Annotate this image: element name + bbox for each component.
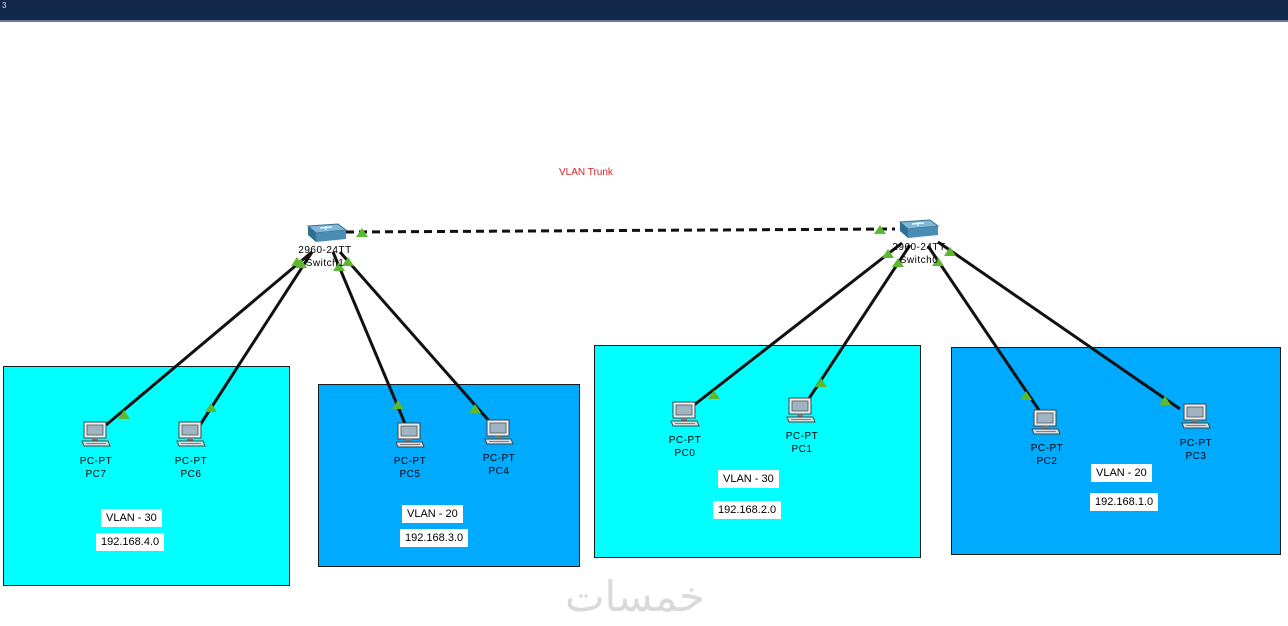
link-endpoint: [333, 262, 345, 271]
zone4-network-label: 192.168.1.0: [1090, 493, 1159, 511]
link-endpoint: [342, 257, 354, 266]
link-endpoint: [892, 258, 904, 267]
pc6-computer-icon[interactable]: [176, 421, 206, 447]
pc6-label: PC-PT PC6: [173, 455, 209, 481]
pc3-name: PC3: [1185, 451, 1207, 462]
link-switch1-pc5: [331, 251, 408, 427]
pc3-model: PC-PT: [1179, 438, 1213, 449]
pc3-computer-icon[interactable]: [1181, 403, 1211, 429]
switch0-label: 2960-24TT Switch0: [888, 241, 950, 267]
switch0-icon[interactable]: [894, 216, 942, 240]
link-switch0-pc3: [937, 240, 1181, 411]
link-endpoint: [118, 410, 130, 419]
vlan-zone-pc0-pc1[interactable]: [594, 345, 921, 558]
link-endpoint: [1159, 396, 1171, 405]
pc3-label: PC-PT PC3: [1178, 437, 1214, 463]
link-endpoint: [874, 225, 886, 234]
switch1-icon[interactable]: [302, 220, 350, 244]
pc7-label: PC-PT PC7: [78, 455, 114, 481]
switch0-name: Switch0: [899, 255, 939, 266]
link-endpoint: [815, 378, 827, 387]
link-endpoint: [469, 404, 481, 413]
link-endpoint: [932, 257, 944, 266]
link-endpoint: [356, 228, 368, 237]
title-bar-text: 3: [2, 1, 7, 10]
pc7-name: PC7: [85, 469, 107, 480]
link-switch1-pc6: [198, 251, 314, 426]
pc4-name: PC4: [488, 466, 510, 477]
zone4-vlan-label: VLAN - 20: [1091, 464, 1152, 482]
zone2-network-label: 192.168.3.0: [400, 529, 469, 547]
link-switch0-pc2: [926, 245, 1043, 414]
vlan-zone-pc2-pc3[interactable]: [951, 347, 1281, 555]
pc4-computer-icon[interactable]: [484, 419, 514, 445]
link-switch1-pc4: [338, 251, 492, 423]
trunk-link: [345, 227, 896, 234]
pc2-name: PC2: [1036, 456, 1058, 467]
pc2-model: PC-PT: [1030, 443, 1064, 454]
switch1-name: Switch1: [305, 258, 345, 269]
link-endpoint: [944, 247, 956, 256]
link-switch0-pc1: [806, 244, 912, 401]
switch1-model: 2960-24TT: [298, 245, 352, 256]
link-endpoint: [205, 403, 217, 412]
vlan-trunk-label: VLAN Trunk: [559, 167, 613, 178]
link-endpoint: [392, 400, 404, 409]
pc5-name: PC5: [399, 469, 421, 480]
pc4-model: PC-PT: [482, 453, 516, 464]
title-bar: 3: [0, 0, 1288, 22]
pc5-label: PC-PT PC5: [392, 455, 428, 481]
link-endpoint: [295, 259, 307, 268]
pc7-computer-icon[interactable]: [81, 421, 111, 447]
zone3-network-label: 192.168.2.0: [713, 501, 782, 519]
link-endpoint: [882, 249, 894, 258]
link-switch1-pc7: [105, 250, 313, 427]
pc2-computer-icon[interactable]: [1031, 409, 1061, 435]
zone3-vlan-label: VLAN - 30: [718, 470, 779, 488]
pc1-computer-icon[interactable]: [786, 397, 816, 423]
pc0-name: PC0: [674, 448, 696, 459]
pc0-model: PC-PT: [668, 435, 702, 446]
pc0-label: PC-PT PC0: [667, 434, 703, 460]
pc4-label: PC-PT PC4: [481, 452, 517, 478]
pc2-label: PC-PT PC2: [1029, 442, 1065, 468]
zone2-vlan-label: VLAN - 20: [402, 505, 463, 523]
pc1-model: PC-PT: [785, 431, 819, 442]
link-switch0-pc0: [693, 241, 903, 407]
pc6-name: PC6: [180, 469, 202, 480]
pc1-name: PC1: [791, 444, 813, 455]
link-endpoint: [1020, 391, 1032, 400]
watermark-logo: خمسات: [565, 572, 706, 621]
pc7-model: PC-PT: [79, 456, 113, 467]
pc5-model: PC-PT: [393, 456, 427, 467]
pc0-computer-icon[interactable]: [670, 401, 700, 427]
pc6-model: PC-PT: [174, 456, 208, 467]
pc5-computer-icon[interactable]: [395, 422, 425, 448]
switch0-model: 2960-24TT: [892, 242, 946, 253]
link-endpoint: [708, 390, 720, 399]
pc1-label: PC-PT PC1: [784, 430, 820, 456]
zone1-vlan-label: VLAN - 30: [101, 509, 162, 527]
zone1-network-label: 192.168.4.0: [96, 533, 165, 551]
switch1-label: 2960-24TT Switch1: [294, 244, 356, 270]
